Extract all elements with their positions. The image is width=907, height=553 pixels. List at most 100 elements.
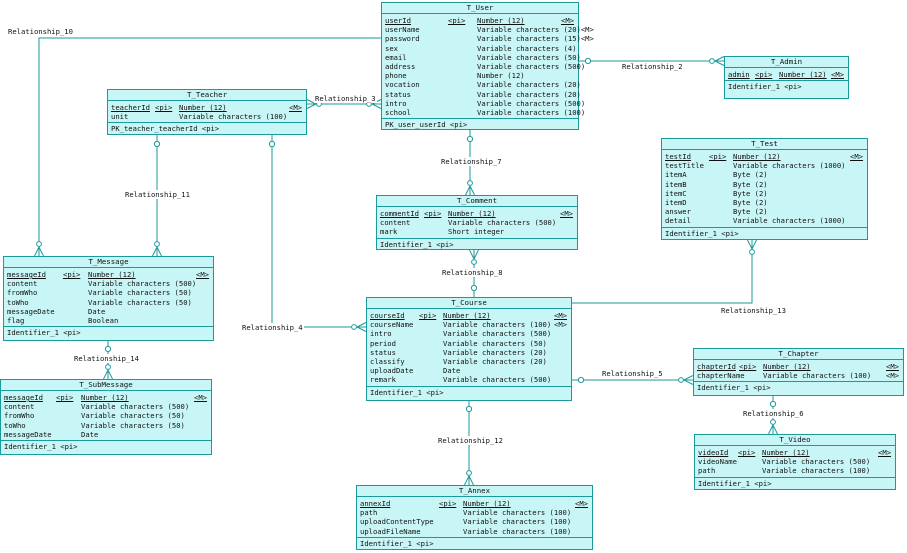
attribute-pi — [63, 279, 88, 288]
attribute-name: uploadFileName — [360, 526, 421, 536]
attribute-pi — [419, 348, 443, 357]
attribute-name: flag — [7, 315, 25, 325]
relationship-7-end — [466, 135, 474, 143]
attribute-type: Short integer — [448, 227, 505, 237]
relationship-label: Relationship_3 — [314, 94, 377, 103]
attribute-pi: <pi> — [448, 16, 466, 25]
attribute-pi — [56, 411, 81, 420]
identifier: Identifier_1 <pi> — [665, 228, 739, 238]
identifier: Identifier_1 <pi> — [370, 387, 444, 397]
attribute-type: Byte (2) — [733, 188, 768, 198]
attribute-type: Variable characters (500) — [477, 98, 586, 108]
attribute-name: videoId — [698, 448, 729, 457]
attribute-pi — [63, 288, 88, 297]
attribute-row: vocation Variable characters (20) — [385, 80, 581, 90]
attribute-name: uploadContentType — [360, 517, 434, 527]
attribute-pi — [448, 62, 477, 71]
attribute-name: uploadDate — [370, 366, 414, 376]
relationship-11-crowfoot — [152, 241, 162, 257]
entity-title: T_Admin — [725, 57, 848, 68]
attribute-row: fromWho Variable characters (50) — [7, 288, 210, 297]
attribute-name: courseId — [370, 311, 405, 320]
attribute-type: Boolean — [88, 315, 119, 325]
identifier-list: PK_user_userId <pi> — [382, 118, 578, 130]
attribute-pi — [63, 307, 88, 316]
attribute-name: path — [360, 508, 378, 518]
attribute-type: Number (12) — [179, 103, 227, 112]
attribute-type: Variable characters (100) — [463, 526, 572, 536]
attribute-name: messageDate — [7, 306, 55, 316]
attribute-type: Variable characters (100) — [477, 107, 586, 117]
attribute-name: messageId — [7, 270, 46, 279]
attribute-name: videoName — [698, 457, 737, 467]
attribute-name: toWho — [4, 420, 26, 430]
attribute-type: Variable characters (100) — [179, 112, 288, 122]
attribute-type: Number (12) — [762, 448, 810, 457]
relationship-4-line — [271, 135, 366, 328]
mandatory-flag: <M> — [554, 311, 567, 320]
attribute-type: Date — [443, 366, 461, 376]
attribute-name: vocation — [385, 80, 420, 90]
attribute-pi: <pi> — [155, 103, 173, 112]
entity-title: T_Course — [367, 298, 571, 309]
attribute-row: admin<pi>Number (12)<M> — [728, 70, 845, 79]
attribute-name: annexId — [360, 499, 391, 508]
attribute-type: Variable characters (500) — [477, 61, 586, 71]
entity-title: T_Message — [4, 257, 213, 268]
attribute-type: Variable characters (100) — [763, 371, 872, 381]
attribute-list: admin<pi>Number (12)<M> — [725, 68, 848, 80]
relationship-label: Relationship_12 — [437, 436, 504, 445]
attribute-type: Variable characters (50) — [88, 288, 192, 298]
relationship-2-crowfoot — [709, 56, 725, 66]
relationship-label: Relationship_14 — [73, 354, 140, 363]
attribute-name: answer — [665, 207, 691, 217]
relationship-4-crowfoot — [351, 322, 367, 332]
identifier-list: PK_teacher_teacherId <pi> — [108, 122, 306, 134]
attribute-pi — [448, 44, 477, 53]
attribute-name: itemD — [665, 197, 687, 207]
attribute-pi — [424, 218, 448, 227]
attribute-name: status — [370, 347, 396, 357]
attribute-type: Variable characters (20) — [477, 80, 581, 90]
attribute-type: Variable characters (500) — [81, 402, 190, 412]
attribute-type: Number (12) — [463, 499, 511, 508]
attribute-row: flag Boolean — [7, 316, 210, 325]
attribute-name: messageDate — [4, 429, 52, 439]
identifier: Identifier_1 <pi> — [4, 441, 78, 451]
attribute-pi — [155, 112, 179, 121]
relationship-4-end — [268, 140, 276, 148]
attribute-name: fromWho — [7, 288, 38, 298]
attribute-name: testTitle — [665, 161, 704, 171]
entity-title: T_User — [382, 3, 578, 14]
attribute-pi — [448, 71, 477, 80]
relationship-12-crowfoot — [464, 470, 474, 486]
attribute-type: Variable characters (50) — [81, 411, 185, 421]
attribute-name: fromWho — [4, 411, 35, 421]
attribute-row: commentId<pi>Number (12)<M> — [380, 209, 574, 218]
relationship-14-crowfoot — [103, 364, 113, 380]
attribute-name: sex — [385, 43, 398, 53]
identifier: Identifier_1 <pi> — [697, 383, 771, 393]
